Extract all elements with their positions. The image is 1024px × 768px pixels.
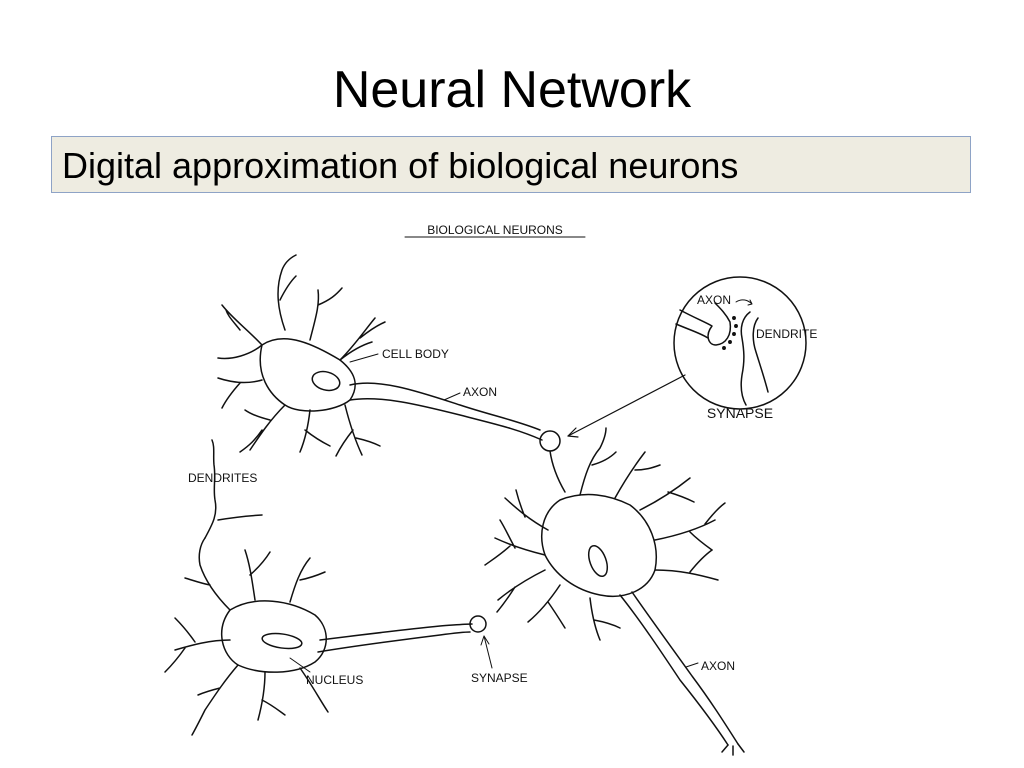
- nucleus-top: [311, 370, 341, 392]
- slide-title: Neural Network: [332, 61, 692, 119]
- inset-title-synapse: SYNAPSE: [707, 405, 773, 421]
- subtitle-box: Digital approximation of biological neur…: [51, 136, 971, 193]
- neuron-right: [484, 427, 745, 756]
- nucleus-right: [587, 544, 609, 578]
- axon-top-pointer: [443, 392, 461, 401]
- label-axon-top: AXON: [463, 385, 497, 399]
- synapse-inset-arrow: [567, 374, 686, 437]
- synapse-circle-top: [539, 430, 561, 452]
- subtitle-text: Digital approximation of biological neur…: [62, 145, 739, 186]
- neuron-top: [217, 254, 543, 457]
- label-nucleus: NUCLEUS: [306, 673, 363, 687]
- synapse-inset: AXON DENDRITE SYNAPSE: [673, 276, 817, 421]
- nucleus-bottom: [261, 632, 303, 650]
- label-dendrites: DENDRITES: [188, 471, 257, 485]
- label-axon-bottom: AXON: [701, 659, 735, 673]
- inset-label-axon: AXON: [697, 293, 731, 307]
- synapse-bottom-pointer: [483, 635, 493, 669]
- axon-bottom-pointer: [685, 662, 699, 668]
- label-synapse-bottom: SYNAPSE: [471, 671, 528, 685]
- label-cell-body: CELL BODY: [382, 347, 449, 361]
- neuron-bottom: [164, 439, 473, 736]
- nucleus-pointer: [289, 657, 311, 673]
- inset-label-dendrite: DENDRITE: [756, 327, 817, 341]
- cell-body-pointer: [349, 353, 379, 363]
- diagram-heading: BIOLOGICAL NEURONS: [427, 223, 563, 237]
- neuron-diagram: BIOLOGICAL NEURONS CELL BODY AXON: [164, 223, 817, 756]
- synapse-circle-bottom: [469, 615, 487, 633]
